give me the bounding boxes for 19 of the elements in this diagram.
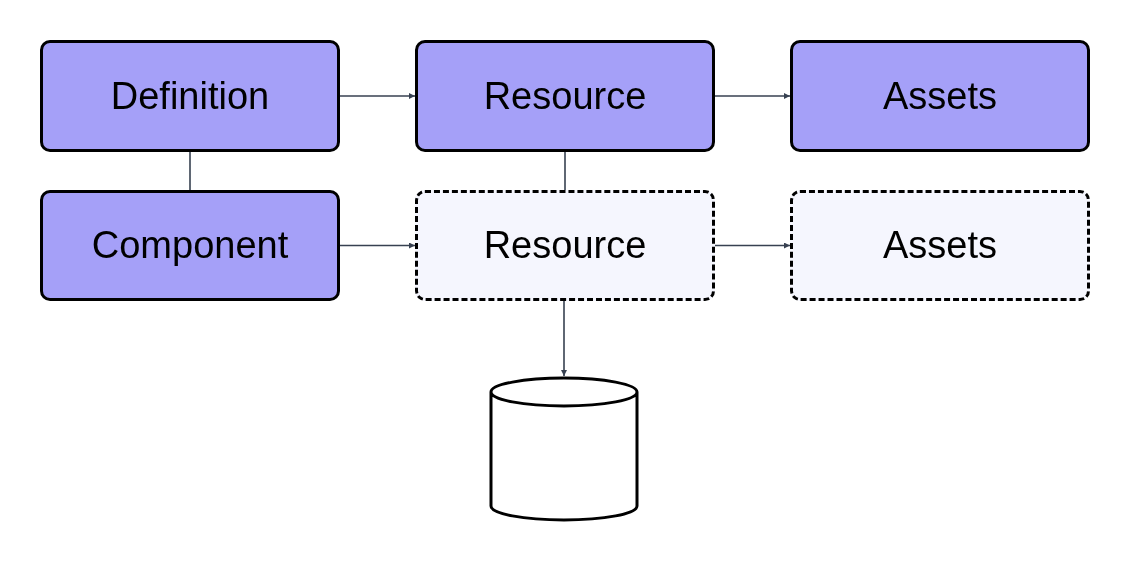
arrow [714, 242, 791, 249]
process-box [40, 40, 340, 152]
node-label: Component [91, 223, 289, 268]
connector-line [564, 151, 566, 191]
process-box [415, 40, 715, 152]
node-label: Assets [882, 223, 997, 268]
arrow [339, 242, 416, 249]
arrow [714, 93, 791, 99]
arrow [561, 300, 567, 377]
arrow [339, 93, 416, 99]
process-box [40, 190, 340, 301]
node-label: Assets [882, 73, 997, 119]
dashed-process-box [790, 190, 1090, 301]
connector-line [189, 151, 191, 191]
process-box [790, 40, 1090, 152]
node-label: Resource [483, 73, 647, 119]
node-label: Definition [110, 73, 270, 119]
node-label: Resource [483, 223, 647, 268]
dashed-process-box [415, 190, 715, 301]
